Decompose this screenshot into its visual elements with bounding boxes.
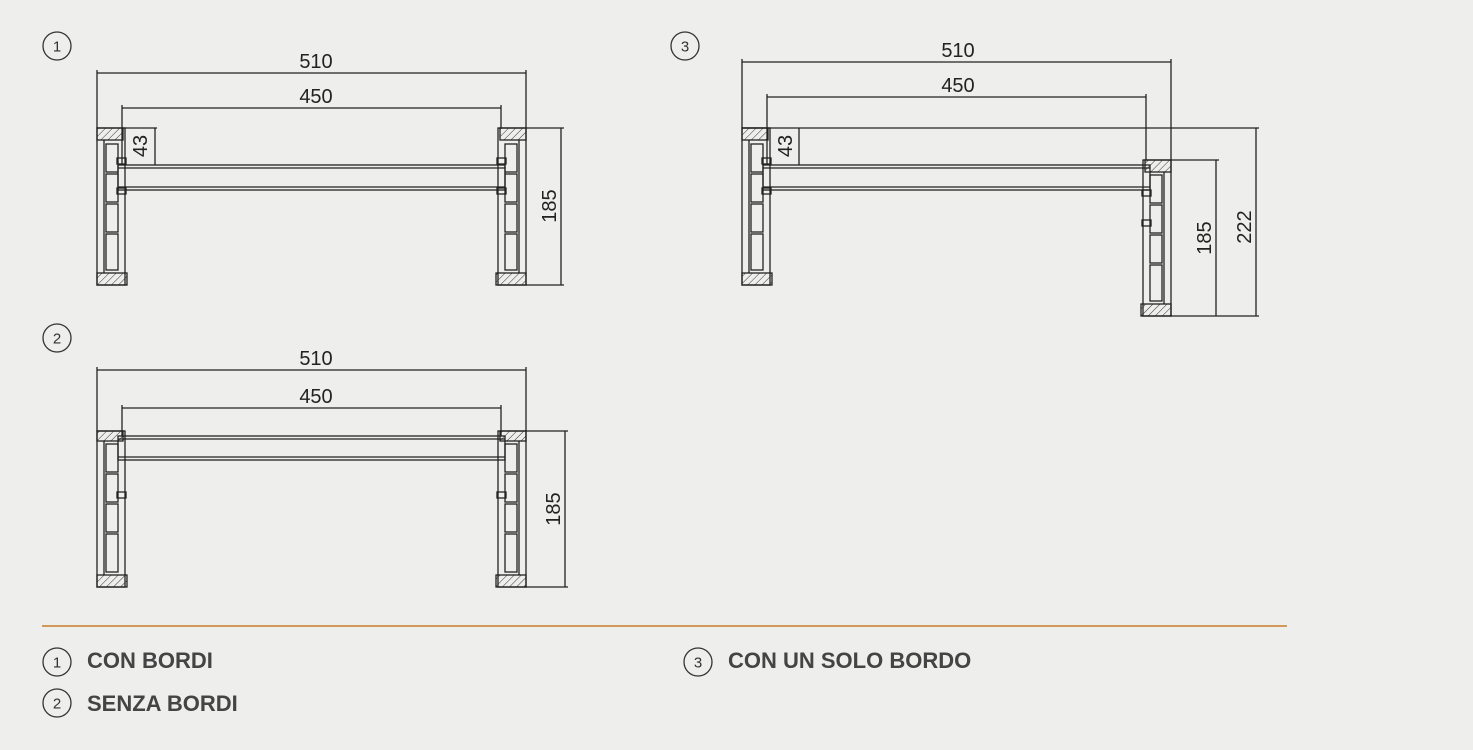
inner-width-label-1: 450 <box>299 86 332 108</box>
left-post-2 <box>96 430 128 588</box>
dimension-inner-width-3: 450 <box>766 75 1147 165</box>
drawing-senza-bordi: 2 510 450 185 <box>42 323 568 588</box>
badge-2-number: 2 <box>53 331 61 348</box>
legend-number-3: 3 <box>694 655 702 672</box>
legend-label-con-un-solo-bordo: CON UN SOLO BORDO <box>728 648 971 673</box>
drawing-con-un-solo-bordo: 3 510 450 43 185 222 <box>670 31 1259 317</box>
badge-3-number: 3 <box>681 39 689 56</box>
legend-item-3: 3 CON UN SOLO BORDO <box>683 647 971 677</box>
height-label-3: 185 <box>1194 221 1216 254</box>
height-label-1: 185 <box>539 189 561 222</box>
badge-1-number: 1 <box>53 39 61 56</box>
dimension-outer-width-2: 510 <box>96 348 527 431</box>
legend-number-2: 2 <box>53 696 61 713</box>
legend: 1 CON BORDI 2 SENZA BORDI 3 CON UN SOLO … <box>42 647 971 718</box>
dimension-height-2: 185 <box>526 430 568 588</box>
dimension-outer-width-3: 510 <box>741 40 1172 160</box>
depth-label-3: 43 <box>775 135 797 157</box>
left-post-3 <box>741 127 773 286</box>
legend-label-senza-bordi: SENZA BORDI <box>87 691 238 716</box>
legend-item-2: 2 SENZA BORDI <box>42 688 238 718</box>
grating-2 <box>117 435 506 461</box>
badge-1: 1 <box>42 31 72 61</box>
dimension-inner-width-1: 450 <box>121 86 502 165</box>
dimension-depth-1: 43 <box>122 127 157 165</box>
right-post-2 <box>495 430 527 588</box>
dimension-total-height-3: 222 <box>1171 128 1259 317</box>
legend-number-1: 1 <box>53 655 61 672</box>
dimension-depth-3: 43 <box>742 127 1259 165</box>
outer-width-label-2: 510 <box>299 348 332 370</box>
height-label-2: 185 <box>543 492 565 525</box>
inner-width-label-3: 450 <box>941 75 974 97</box>
outer-width-label-1: 510 <box>299 51 332 73</box>
right-post-3 <box>1140 159 1172 317</box>
badge-2: 2 <box>42 323 72 353</box>
dimension-height-3: 185 <box>1171 159 1219 316</box>
grating-1 <box>117 164 506 191</box>
dimension-inner-width-2: 450 <box>121 386 502 436</box>
right-post-1 <box>495 127 527 286</box>
total-height-label-3: 222 <box>1234 210 1256 243</box>
legend-item-1: 1 CON BORDI <box>42 647 213 677</box>
dimension-outer-width-1: 510 <box>96 51 527 128</box>
grating-3 <box>762 164 1151 191</box>
legend-label-con-bordi: CON BORDI <box>87 648 213 673</box>
depth-label-1: 43 <box>130 135 152 157</box>
inner-width-label-2: 450 <box>299 386 332 408</box>
dimension-height-1: 185 <box>526 127 564 286</box>
badge-3: 3 <box>670 31 700 61</box>
left-post-1 <box>96 127 128 286</box>
drawing-con-bordi: 1 510 450 43 185 <box>42 31 564 286</box>
outer-width-label-3: 510 <box>941 40 974 62</box>
